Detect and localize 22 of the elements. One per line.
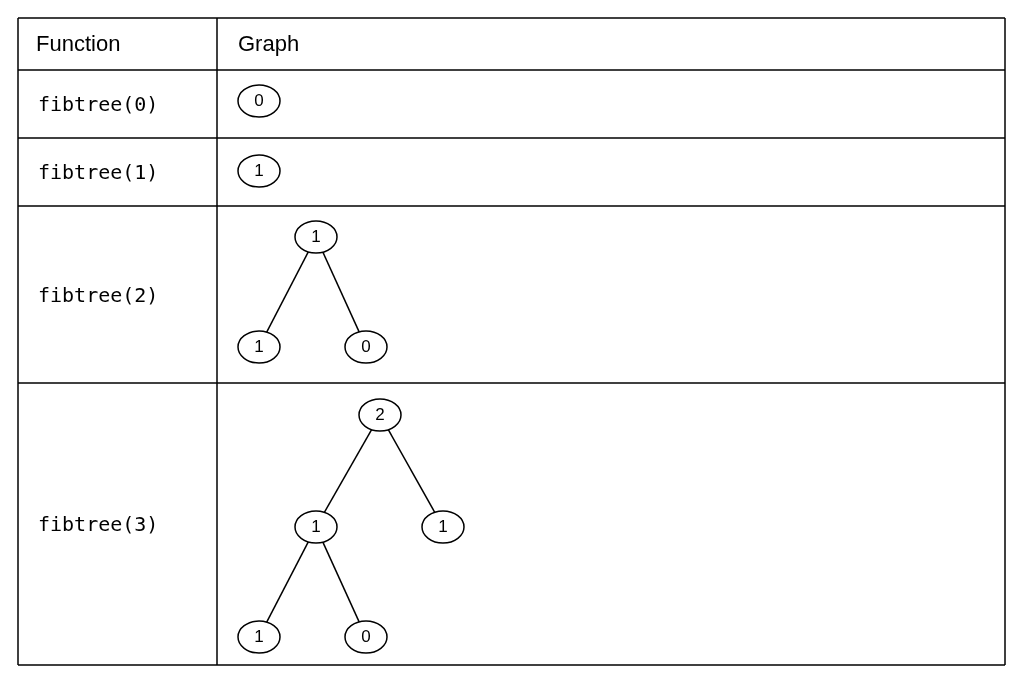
tree-edge [322, 251, 360, 333]
tree-edge [265, 251, 310, 333]
tree-node-circle: 0 [344, 330, 388, 364]
function-label: fibtree(2) [38, 283, 159, 307]
tree-edge [322, 541, 360, 623]
tree-node-circle: 1 [237, 330, 281, 364]
column-header: Graph [238, 31, 300, 57]
tree-node-circle: 1 [421, 510, 465, 544]
column-header: Function [36, 31, 121, 57]
tree-node-circle: 1 [237, 154, 281, 188]
tree-node-circle: 1 [294, 510, 338, 544]
tree-node-circle: 2 [358, 398, 402, 432]
tree-node-circle: 1 [237, 620, 281, 654]
function-label: fibtree(0) [38, 92, 159, 116]
function-label: fibtree(1) [38, 160, 159, 184]
tree-node-circle: 0 [237, 84, 281, 118]
tree-edge [387, 428, 436, 514]
tree-node-circle: 1 [294, 220, 338, 254]
tree-node-circle: 0 [344, 620, 388, 654]
function-label: fibtree(3) [38, 512, 159, 536]
tree-edge [265, 541, 310, 623]
tree-edge [323, 428, 373, 514]
